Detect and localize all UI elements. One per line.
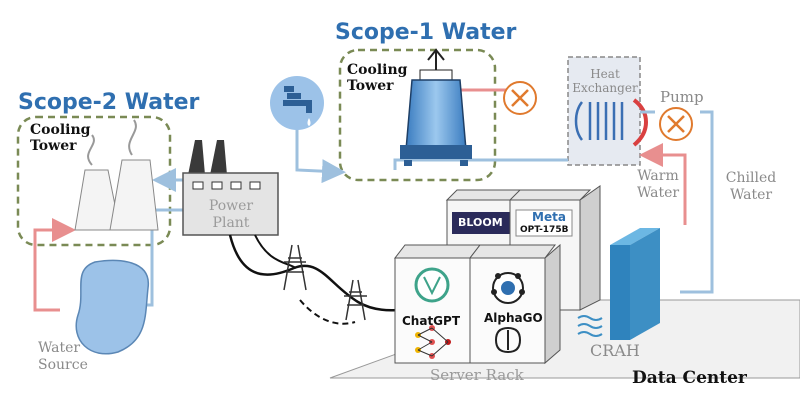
power-plant-label: Power Plant xyxy=(208,198,254,231)
rack-alphago xyxy=(468,243,561,365)
chatgpt-logo-icon xyxy=(414,267,450,303)
neural-net-icon xyxy=(415,325,451,359)
chilled-water-label: Chilled Water xyxy=(725,170,777,203)
heat-exchanger-coil-icon xyxy=(574,101,624,141)
brain-icon xyxy=(495,326,522,354)
water-tap-icon xyxy=(270,76,324,130)
pump-fan-icon xyxy=(659,107,693,141)
scope1-cooling-tower-label: Cooling Tower xyxy=(347,62,408,95)
water-source-lake-icon xyxy=(75,259,149,355)
heat-exchanger-box xyxy=(567,56,641,166)
rack-chatgpt xyxy=(393,244,482,364)
scope2-title: Scope-2 Water xyxy=(18,90,200,115)
power-line-2 xyxy=(254,234,297,269)
power-line-dashed xyxy=(299,299,356,325)
alphago-logo-icon xyxy=(491,272,525,304)
meta-label: Meta xyxy=(532,210,566,224)
scope1-cooling-tower-icon xyxy=(400,48,472,166)
alphago-label: AlphaGO xyxy=(484,311,543,325)
scope1-title: Scope-1 Water xyxy=(335,20,517,45)
transmission-tower-icon xyxy=(283,244,367,321)
tap-water-pipe xyxy=(295,125,346,184)
scope1-box xyxy=(338,48,497,182)
power-line-1 xyxy=(228,234,421,312)
scope2-cooling-tower-label: Cooling Tower xyxy=(30,122,91,155)
opt-label: OPT-175B xyxy=(520,225,569,235)
crah-unit xyxy=(577,228,660,340)
server-rack-label: Server Rack xyxy=(430,366,524,384)
heat-exchanger-label: Heat Exchanger xyxy=(572,67,638,95)
data-center-label: Data Center xyxy=(632,368,747,388)
scope1-fan-icon xyxy=(503,81,537,115)
heat-exchanger-red-arc-icon xyxy=(632,98,648,147)
chatgpt-label: ChatGPT xyxy=(402,314,461,328)
bloom-label: BLOOM xyxy=(458,216,503,229)
power-plant-icon xyxy=(182,140,279,236)
cool-pipe-scope1 xyxy=(393,158,568,170)
warm-pipe-return xyxy=(639,143,687,225)
chilled-pipe xyxy=(680,110,714,294)
pump-label: Pump xyxy=(660,88,704,106)
water-source-label: Water Source xyxy=(38,340,88,373)
warm-water-label: Warm Water xyxy=(636,168,680,201)
source-to-tower2-pipe xyxy=(33,218,76,312)
crah-label: CRAH xyxy=(590,341,640,360)
scope2-cooling-tower-icon xyxy=(74,119,159,231)
